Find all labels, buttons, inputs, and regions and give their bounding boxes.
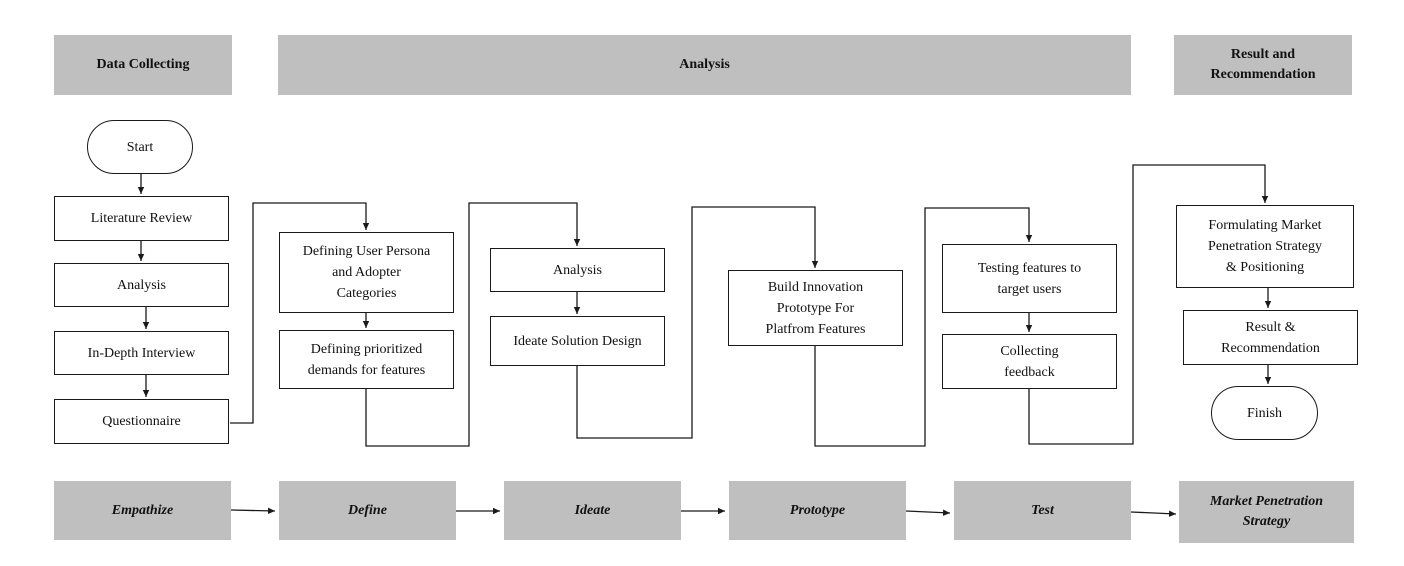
stage-market-penetration-strategy: Market Penetration Strategy (1179, 481, 1354, 543)
analysis-step-2: Analysis (490, 248, 665, 292)
questionnaire-step: Questionnaire (54, 399, 229, 444)
stage-ideate: Ideate (504, 481, 681, 540)
in-depth-interview-step: In-Depth Interview (54, 331, 229, 375)
literature-review-step: Literature Review (54, 196, 229, 241)
arrow-empathize-to-define (230, 507, 276, 515)
arrow-feedback-to-formulating (1028, 164, 1269, 445)
arrow-ideate-to-prototype (576, 206, 819, 439)
defining-user-persona-step: Defining User Persona and Adopter Catego… (279, 232, 454, 313)
header-analysis: Analysis (278, 35, 1131, 95)
result-recommendation-step: Result & Recommendation (1183, 310, 1358, 365)
testing-features-step: Testing features to target users (942, 244, 1117, 313)
arrow-prioritized-to-analysis (365, 202, 581, 447)
collecting-feedback-step: Collecting feedback (942, 334, 1117, 389)
formulating-market-strategy-step: Formulating Market Penetration Strategy … (1176, 205, 1354, 288)
finish-terminal: Finish (1211, 386, 1318, 440)
defining-prioritized-demands-step: Defining prioritized demands for feature… (279, 330, 454, 389)
stage-empathize: Empathize (54, 481, 231, 540)
arrow-questionnaire-to-persona (230, 202, 370, 424)
stage-prototype: Prototype (729, 481, 906, 540)
ideate-solution-design-step: Ideate Solution Design (490, 316, 665, 366)
analysis-step-1: Analysis (54, 263, 229, 307)
arrow-prototype-to-testing (814, 207, 1033, 447)
start-terminal: Start (87, 120, 193, 174)
stage-test: Test (954, 481, 1131, 540)
header-result-recommendation: Result and Recommendation (1174, 35, 1352, 95)
arrow-prototype-to-test (905, 509, 951, 516)
header-data-collecting: Data Collecting (54, 35, 232, 95)
stage-define: Define (279, 481, 456, 540)
arrow-test-to-market (1130, 510, 1177, 517)
build-innovation-prototype-step: Build Innovation Prototype For Platfrom … (728, 270, 903, 346)
